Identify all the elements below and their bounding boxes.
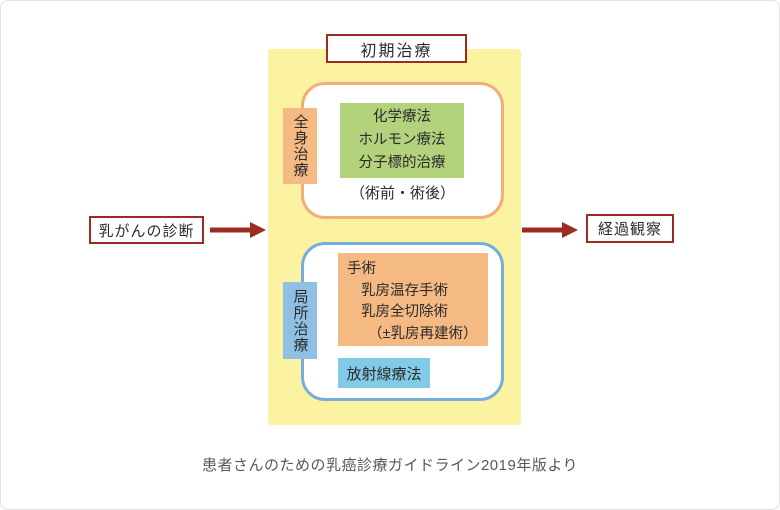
observation-label: 経過観察: [597, 221, 662, 238]
local-treatment-tab: 局所治療: [283, 282, 317, 359]
timing-note: （術前・術後）: [349, 185, 455, 202]
surgery-line: 手術: [347, 261, 376, 277]
therapy-line: 化学療法: [373, 109, 431, 125]
radiation-therapy-label: 放射線療法: [346, 365, 422, 383]
systemic-treatment-tab-label: 全身治療: [291, 114, 309, 178]
surgery-line: 乳房温存手術: [361, 282, 448, 299]
surgery-line: 乳房全切除術: [361, 304, 448, 320]
systemic-treatment-tab: 全身治療: [283, 108, 317, 184]
observation-node: 経過観察: [586, 214, 674, 243]
therapy-line: ホルモン療法: [358, 132, 446, 148]
surgery-box: 手術 乳房温存手術 乳房全切除術 （±乳房再建術）: [338, 253, 488, 346]
diagnosis-label: 乳がんの診断: [98, 222, 195, 240]
initial-treatment-title-box: 初期治療: [326, 34, 467, 63]
local-treatment-tab-label: 局所治療: [291, 288, 309, 353]
diagnosis-node: 乳がんの診断: [89, 216, 204, 244]
source-caption: 患者さんのための乳癌診療ガイドライン2019年版より: [201, 457, 579, 474]
therapy-line: 分子標的治療: [358, 155, 446, 171]
systemic-therapy-box: 化学療法 ホルモン療法 分子標的治療: [340, 103, 464, 178]
surgery-line: （±乳房再建術）: [368, 325, 478, 342]
arrow-right-icon: [522, 222, 578, 238]
radiation-therapy-box: 放射線療法: [338, 358, 430, 388]
initial-treatment-title: 初期治療: [360, 42, 433, 60]
arrow-right-icon: [210, 222, 266, 238]
